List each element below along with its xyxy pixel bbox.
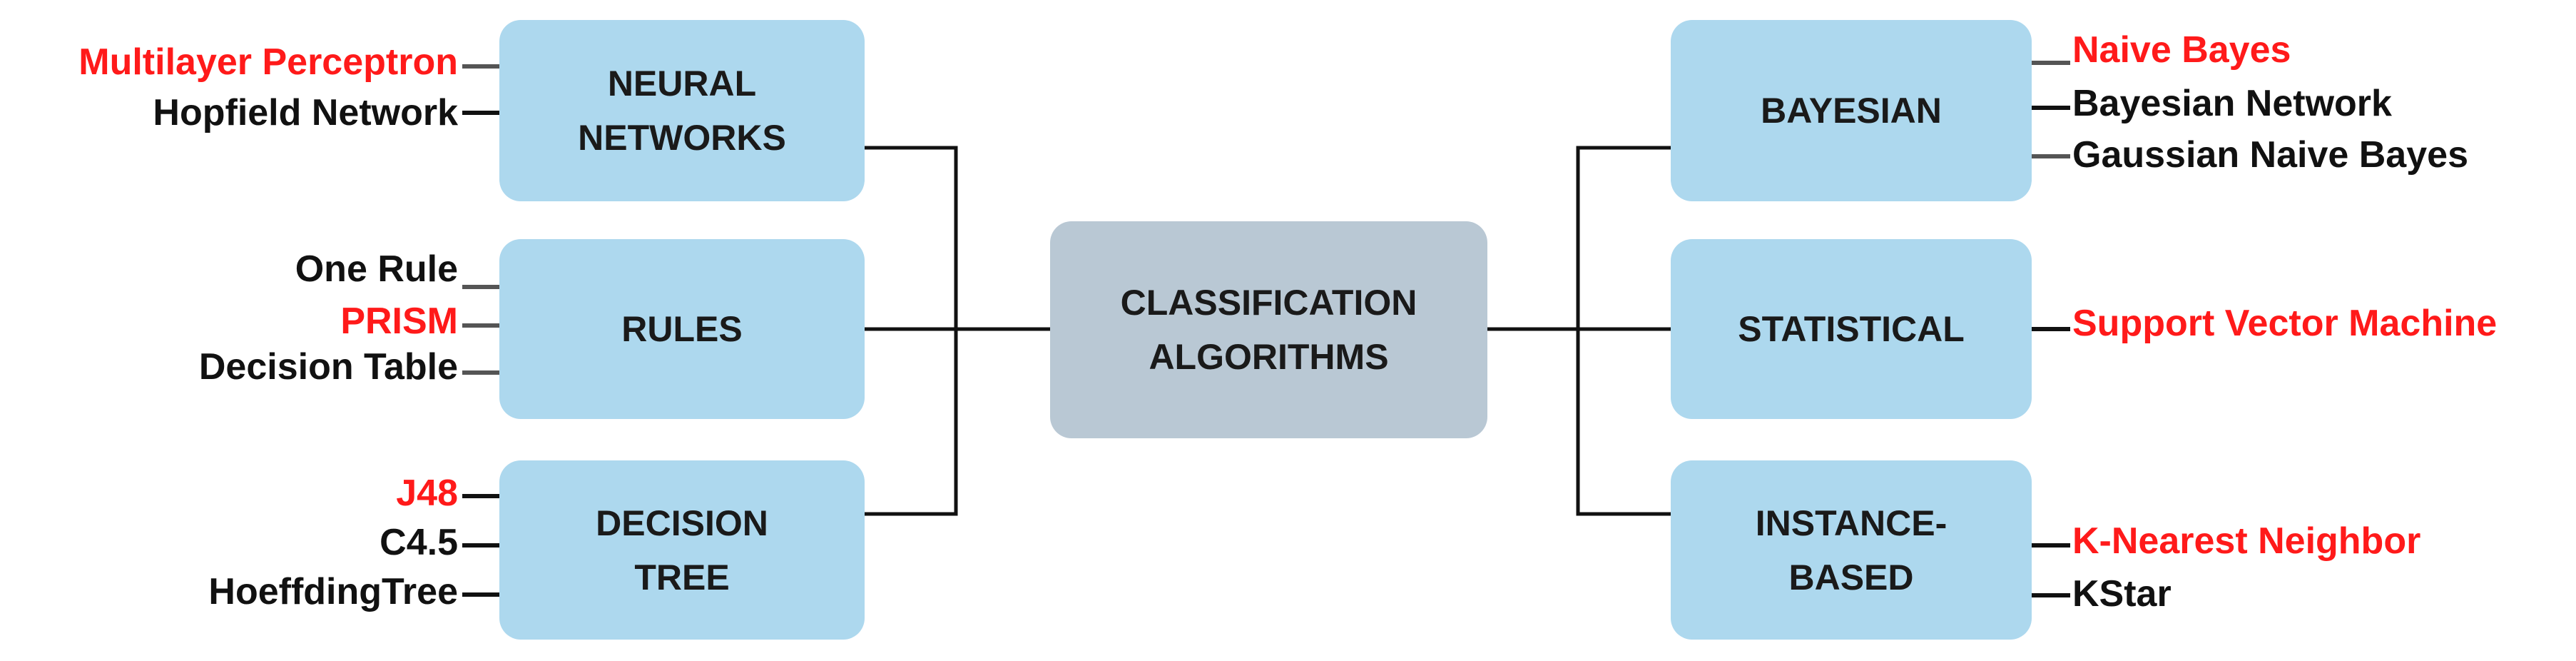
decision-tree-line-2: TREE [634,557,730,597]
instance-based-line-2: BASED [1788,557,1914,597]
neural-networks-line-1: NEURAL [607,64,757,104]
leaf-support-vector-machine: Support Vector Machine [2072,303,2498,344]
leaf-naive-bayes: Naive Bayes [2072,29,2291,71]
statistical-box: STATISTICAL [1671,239,2032,419]
rules-line-1: RULES [621,309,743,349]
statistical-line-1: STATISTICAL [1738,309,1965,349]
leaf-bayesian-network: Bayesian Network [2072,83,2392,124]
leaf-hopfield-network: Hopfield Network [153,92,458,133]
leaf-multilayer-perceptron: Multilayer Perceptron [78,41,458,83]
leaf-gaussian-naive-bayes: Gaussian Naive Bayes [2072,134,2468,176]
leaf-kstar: KStar [2072,573,2172,615]
classification-algorithms-box: CLASSIFICATION ALGORITHMS [1050,221,1487,438]
neural-networks-box: NEURAL NETWORKS [499,20,865,201]
leaf-c45: C4.5 [380,522,458,563]
center-box-line-1: CLASSIFICATION [1120,283,1417,323]
center-box-line-2: ALGORITHMS [1149,337,1389,377]
bayesian-box: BAYESIAN [1671,20,2032,201]
neural-networks-line-2: NETWORKS [578,118,786,158]
leaf-one-rule: One Rule [295,248,458,290]
decision-tree-box: DECISION TREE [499,460,865,640]
bayesian-line-1: BAYESIAN [1761,91,1942,131]
rules-box: RULES [499,239,865,419]
instance-based-box: INSTANCE- BASED [1671,460,2032,640]
leaf-prism: PRISM [340,301,458,342]
decision-tree-line-1: DECISION [596,503,768,543]
leaf-k-nearest-neighbor: K-Nearest Neighbor [2072,520,2421,562]
instance-based-line-1: INSTANCE- [1755,503,1948,543]
leaf-j48: J48 [396,473,458,514]
leaf-hoeffding-tree: HoeffdingTree [208,571,458,612]
leaf-decision-table: Decision Table [198,346,458,388]
